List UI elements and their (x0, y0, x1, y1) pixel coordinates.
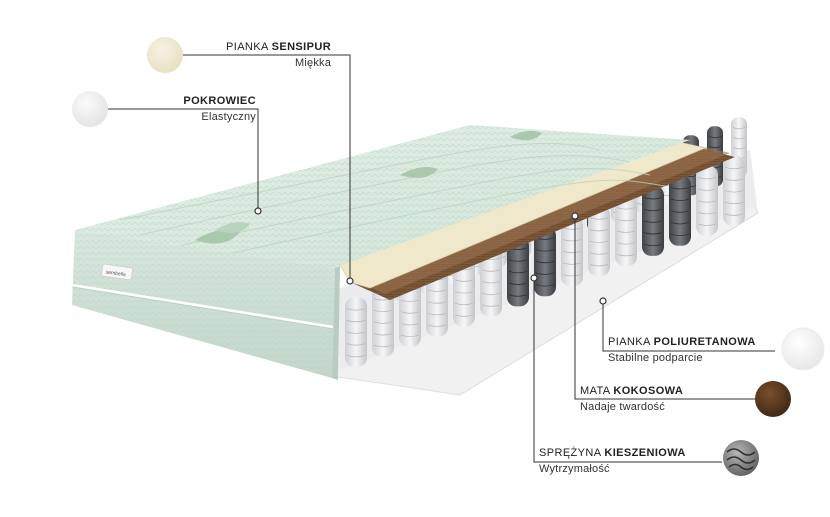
foam-swatch-icon (147, 37, 183, 73)
pocket-spring (480, 246, 502, 317)
brand-tag (101, 263, 133, 281)
brand-tag-text: sembella (105, 269, 126, 278)
fabric-swatch-icon (72, 91, 108, 127)
label-bold: SENSIPUR (271, 41, 332, 53)
label-bold: POLIURETANOWA (653, 336, 756, 348)
pocket-spring (399, 276, 421, 347)
label-prefix: PIANKA (226, 41, 272, 53)
cover-cut-edge (332, 266, 340, 380)
pocket-spring (453, 256, 475, 327)
spring-swatch-icon (723, 440, 759, 476)
foam-swatch-icon (781, 327, 825, 371)
pocket-spring (723, 155, 745, 226)
pocket-spring (372, 286, 394, 357)
label-poliuretanowa: PIANKA POLIURETANOWA Stabilne podparcie (608, 334, 756, 366)
label-sub: Elastyczny (201, 111, 256, 123)
label-bold: POKROWIEC (183, 95, 256, 107)
cover-zipper-shadow (71, 286, 334, 330)
label-sensipur: PIANKA SENSIPUR Miękka (226, 39, 331, 71)
pocket-spring (426, 266, 448, 337)
leaf-motif-icon (195, 130, 542, 244)
pocket-spring (561, 216, 583, 287)
pocket-spring (669, 175, 691, 246)
cover-wave-lines (119, 142, 666, 259)
coconut-swatch-icon (755, 381, 791, 417)
label-prefix: MATA (580, 385, 614, 397)
cover-zipper-line (71, 283, 334, 329)
leader-lines (108, 54, 775, 463)
pocket-spring (588, 206, 610, 277)
pocket-spring (345, 297, 367, 367)
label-bold: KIESZENIOWA (604, 447, 686, 459)
label-prefix: SPRĘŻYNA (539, 447, 605, 459)
leader-dots (254, 207, 607, 305)
pocket-spring (642, 185, 664, 256)
label-prefix: PIANKA (608, 336, 654, 348)
pocket-spring (615, 196, 637, 266)
pocket-spring (507, 236, 529, 307)
label-sub: Miękka (295, 57, 332, 69)
label-kieszeniowa: SPRĘŻYNA KIESZENIOWA Wytrzymałość (539, 445, 686, 477)
label-bold: KOKOSOWA (613, 385, 684, 397)
label-sub: Stabilne podparcie (608, 352, 703, 364)
cover-side-texture (72, 230, 335, 378)
pocket-spring (696, 165, 718, 236)
label-sub: Wytrzymałość (539, 463, 610, 475)
label-sub: Nadaje twardość (580, 401, 665, 413)
label-kokosowa: MATA KOKOSOWA Nadaje twardość (580, 383, 683, 415)
label-pokrowiec: POKROWIEC Elastyczny (172, 93, 256, 125)
